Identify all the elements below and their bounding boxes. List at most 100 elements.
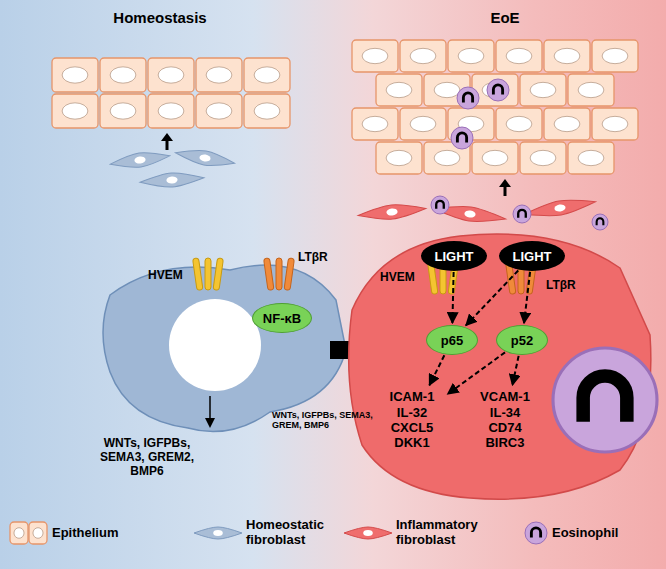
cell-nucleus bbox=[434, 150, 460, 165]
cell-nucleus bbox=[62, 67, 88, 83]
cell-nucleus bbox=[169, 299, 261, 391]
cell-nucleus bbox=[578, 82, 604, 97]
diagram-label: HVEM bbox=[380, 270, 415, 284]
signal-arrow bbox=[429, 355, 444, 385]
inflammatory-fibroblast bbox=[357, 201, 426, 222]
node-text: LIGHT bbox=[513, 249, 552, 264]
cell-nucleus bbox=[530, 150, 556, 165]
homeostatic-fibroblast bbox=[109, 149, 170, 171]
cell-nucleus bbox=[206, 103, 232, 119]
eosinophil bbox=[487, 79, 509, 101]
cell-nucleus bbox=[62, 103, 88, 119]
epithelial-cell bbox=[376, 142, 422, 174]
legend-text: Inflammatory fibroblast bbox=[396, 518, 492, 548]
signal-arrow bbox=[524, 272, 530, 323]
cell-nucleus bbox=[506, 48, 532, 63]
node-text: p52 bbox=[511, 333, 533, 348]
cell-nucleus bbox=[530, 82, 556, 97]
receptor-chain bbox=[213, 258, 223, 291]
signal-arrow bbox=[452, 272, 453, 323]
cell-nucleus bbox=[386, 208, 398, 216]
inflammatory-fibroblast-body bbox=[523, 195, 596, 221]
cell-nucleus bbox=[362, 48, 388, 63]
eosinophil-nucleus bbox=[436, 201, 444, 209]
eosinophil-nucleus bbox=[457, 133, 466, 143]
epithelial-cell bbox=[10, 522, 28, 544]
signal-arrow bbox=[448, 352, 505, 394]
eosinophil bbox=[451, 127, 473, 149]
ligand-oval: LIGHT bbox=[499, 241, 565, 271]
cell-nucleus bbox=[554, 116, 580, 131]
cell-nucleus bbox=[134, 156, 146, 164]
cell-nucleus bbox=[434, 82, 460, 97]
cell-nucleus bbox=[506, 116, 532, 131]
epithelial-cell bbox=[29, 522, 47, 544]
legend-homeostatic-icon-body bbox=[194, 527, 242, 539]
arrow-head bbox=[205, 418, 215, 428]
cell-nucleus bbox=[110, 103, 136, 119]
homeostatic-fibroblast-body bbox=[109, 149, 170, 171]
epithelial-cell bbox=[376, 74, 422, 106]
eosinophil bbox=[592, 214, 608, 230]
cell-nucleus bbox=[158, 67, 184, 83]
cell-nucleus bbox=[363, 530, 373, 536]
panel-heading: EoE bbox=[405, 9, 605, 26]
cell-nucleus bbox=[578, 150, 604, 165]
epithelial-cell bbox=[148, 94, 194, 128]
node-text: LIGHT bbox=[435, 249, 474, 264]
epithelial-cell bbox=[568, 142, 614, 174]
subunit-oval: p65 bbox=[426, 325, 478, 355]
epithelial-cell bbox=[100, 58, 146, 92]
epithelial-cell bbox=[448, 40, 494, 72]
legend-text: Eosinophil bbox=[552, 526, 652, 541]
epithelial-cell bbox=[520, 74, 566, 106]
ligand-oval: LIGHT bbox=[421, 241, 487, 271]
homeostatic-fibroblast-body bbox=[174, 146, 236, 170]
panel-heading: Homeostasis bbox=[60, 9, 260, 26]
epithelial-cell bbox=[400, 108, 446, 140]
legend-inflammatory-icon-body bbox=[344, 527, 392, 539]
inflammatory-fibroblast-body bbox=[357, 201, 426, 222]
receptor-chain bbox=[284, 258, 294, 291]
eosinophil-nucleus bbox=[518, 210, 526, 218]
receptor-chain bbox=[205, 258, 211, 290]
homeostatic-fibroblast-body bbox=[140, 171, 205, 189]
epithelial-cell bbox=[544, 40, 590, 72]
cell-nucleus bbox=[602, 116, 628, 131]
epithelial-cell bbox=[196, 94, 242, 128]
legend-text: Epithelium bbox=[52, 526, 152, 541]
epithelial-cell bbox=[244, 94, 290, 128]
diagram-label: WNTs, IGFPBs, SEMA3, GREM, BMP6 bbox=[272, 410, 384, 430]
cell-nucleus bbox=[482, 150, 508, 165]
epithelial-cell bbox=[148, 58, 194, 92]
signal-arrow bbox=[466, 270, 518, 325]
arrow-shaft bbox=[209, 396, 211, 420]
epithelial-cell bbox=[568, 74, 614, 106]
nfkb-oval: NF-κB bbox=[252, 303, 312, 333]
arrow-head bbox=[161, 133, 173, 141]
eosinophil-nucleus bbox=[531, 528, 540, 538]
cell-nucleus bbox=[386, 150, 412, 165]
cell-nucleus bbox=[199, 154, 211, 163]
node-text: NF-κB bbox=[263, 311, 301, 326]
legend-inflammatory-icon bbox=[344, 527, 392, 539]
homeostatic-fibroblast bbox=[140, 171, 205, 189]
epithelial-cell bbox=[352, 108, 398, 140]
cell-nucleus bbox=[554, 48, 580, 63]
epithelial-cell bbox=[400, 40, 446, 72]
cell-nucleus bbox=[410, 116, 436, 131]
legend-text: Homeostatic fibroblast bbox=[246, 518, 338, 548]
epithelial-cell bbox=[196, 58, 242, 92]
cell-nucleus bbox=[213, 530, 223, 536]
eosinophil bbox=[513, 205, 531, 223]
eosinophil-nucleus bbox=[493, 85, 502, 95]
epithelial-cell bbox=[52, 94, 98, 128]
homeostatic-fibroblast bbox=[174, 146, 236, 170]
epithelial-cell bbox=[244, 58, 290, 92]
cell-nucleus bbox=[362, 116, 388, 131]
epithelial-cell bbox=[472, 142, 518, 174]
epithelial-cell bbox=[592, 40, 638, 72]
signal-arrow bbox=[512, 356, 518, 385]
inflammatory-fibroblast bbox=[523, 195, 596, 221]
